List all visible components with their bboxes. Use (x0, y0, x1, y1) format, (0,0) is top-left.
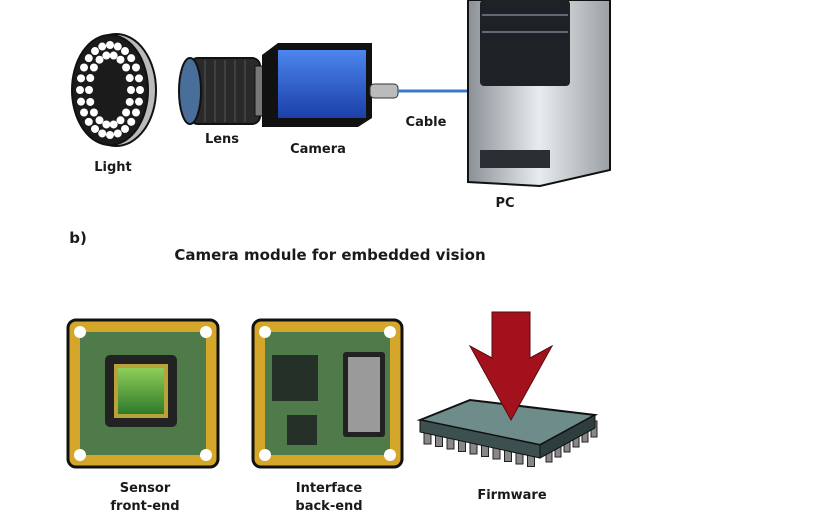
led-dot (131, 108, 140, 117)
led-dot (127, 54, 136, 63)
label-sensor-line2: front-end (110, 499, 179, 514)
label-pc: PC (495, 196, 514, 211)
led-dot (122, 63, 131, 72)
led-dot (102, 51, 111, 60)
download-arrow-icon (468, 311, 554, 422)
led-dot (122, 108, 131, 117)
led-dot (86, 97, 95, 106)
led-dot (89, 108, 98, 117)
led-dot (86, 74, 95, 83)
led-dot (91, 124, 99, 133)
led-dot (113, 129, 122, 138)
led-dot (77, 97, 86, 106)
label-cable: Cable (406, 115, 447, 130)
label-sensor-line1: Sensor (120, 481, 171, 496)
sensor-board-icon (66, 318, 220, 469)
led-dot (102, 120, 111, 129)
led-dot (121, 47, 129, 56)
led-dot (116, 55, 125, 64)
led-dot (106, 131, 114, 139)
led-dot (84, 54, 93, 63)
led-dot (125, 97, 134, 106)
label-firmware: Firmware (477, 488, 546, 503)
led-dot (80, 108, 89, 117)
led-dot (80, 63, 89, 72)
led-dot (77, 74, 86, 83)
pc-tower-icon (467, 0, 611, 188)
led-dot (84, 117, 93, 126)
led-dot (98, 42, 107, 51)
label-lens: Lens (205, 132, 239, 147)
led-dot (95, 55, 104, 64)
led-dot (98, 129, 107, 138)
interface-board-icon (251, 318, 404, 469)
label-camera: Camera (290, 142, 346, 157)
led-dot (125, 74, 134, 83)
led-dot (134, 74, 143, 83)
led-dot (85, 86, 93, 94)
label-interface-line2: back-end (295, 499, 362, 514)
led-dot (134, 97, 143, 106)
led-dot (106, 41, 114, 49)
led-dot (127, 86, 135, 94)
led-dot (131, 63, 140, 72)
led-dot (116, 116, 125, 125)
label-light: Light (94, 160, 132, 175)
section-title: Camera module for embedded vision (174, 246, 485, 264)
led-dot (91, 47, 99, 56)
ring-light-icon (71, 33, 157, 147)
led-dot (109, 120, 118, 129)
camera-icon (262, 43, 399, 127)
section-marker-b: b) (69, 229, 87, 247)
led-dot (95, 116, 104, 125)
firmware-chip-icon (416, 398, 599, 467)
led-dot (127, 117, 136, 126)
led-dot (136, 86, 144, 94)
led-dot (109, 51, 118, 60)
led-dot (76, 86, 84, 94)
label-interface-line1: Interface (296, 481, 363, 496)
led-dot (89, 63, 98, 72)
led-dot (121, 124, 129, 133)
lens-icon (178, 57, 276, 125)
led-dot (113, 42, 122, 51)
